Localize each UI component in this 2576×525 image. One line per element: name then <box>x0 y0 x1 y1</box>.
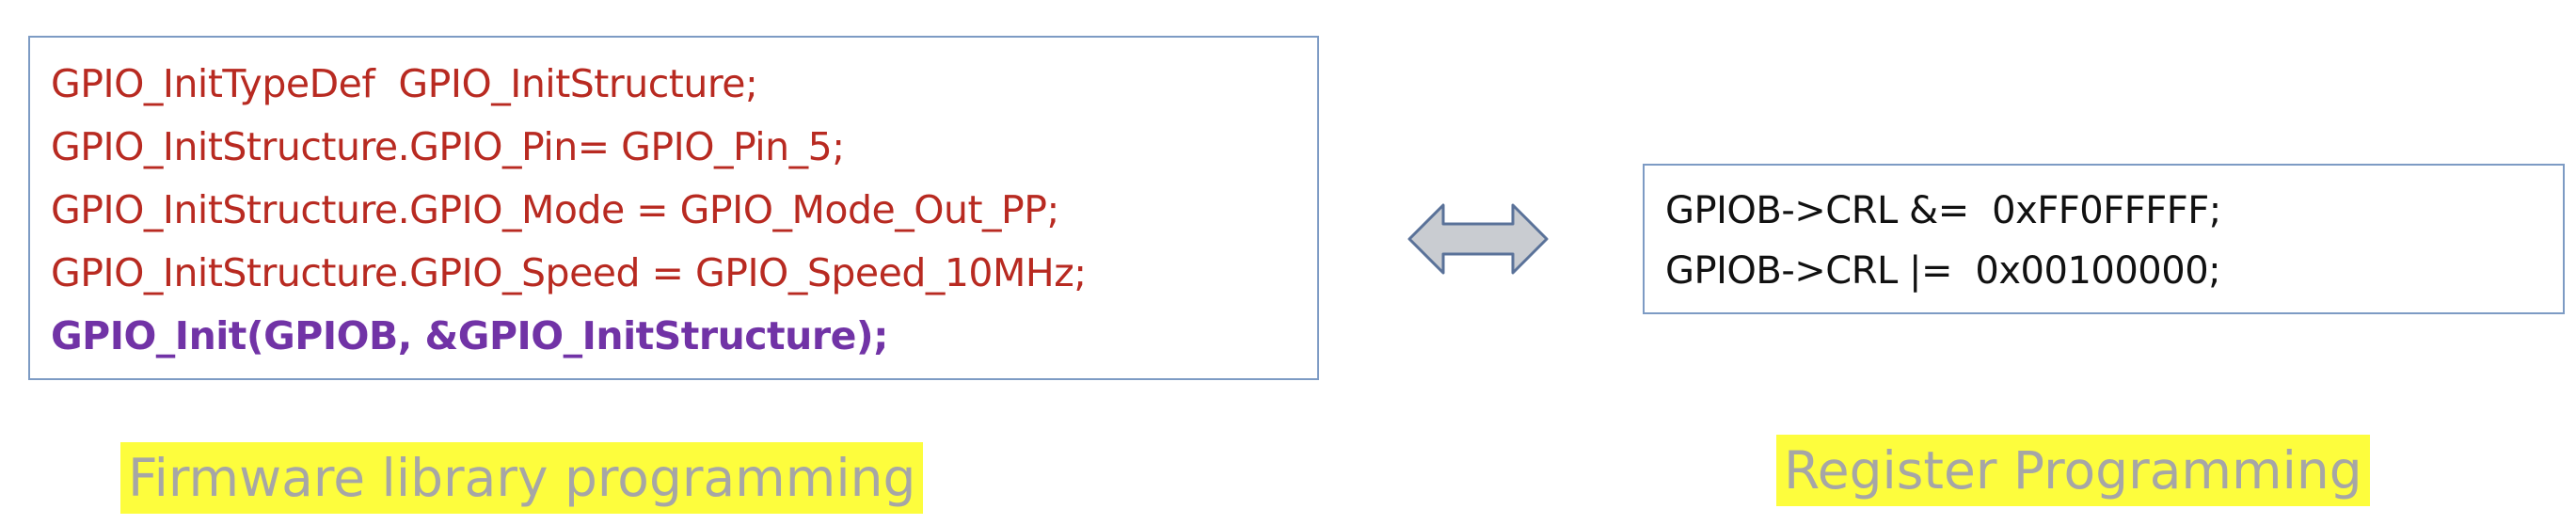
code-line: GPIO_Init(GPIOB, &GPIO_InitStructure); <box>51 313 889 358</box>
register-caption: Register Programming <box>1776 435 2370 506</box>
register-code-box: GPIOB->CRL &= 0xFF0FFFFF; GPIOB->CRL |= … <box>1643 164 2565 314</box>
code-line: GPIO_InitStructure.GPIO_Speed = GPIO_Spe… <box>51 250 1087 295</box>
firmware-code-box: GPIO_InitTypeDef GPIO_InitStructure; GPI… <box>28 36 1319 380</box>
code-line: GPIO_InitStructure.GPIO_Pin= GPIO_Pin_5; <box>51 124 845 169</box>
code-line: GPIO_InitTypeDef GPIO_InitStructure; <box>51 61 758 106</box>
double-headed-arrow-icon <box>1407 203 1549 275</box>
code-line: GPIOB->CRL &= 0xFF0FFFFF; <box>1665 189 2221 232</box>
code-line: GPIO_InitStructure.GPIO_Mode = GPIO_Mode… <box>51 187 1059 232</box>
firmware-caption: Firmware library programming <box>120 442 924 514</box>
code-line: GPIOB->CRL |= 0x00100000; <box>1665 249 2221 293</box>
